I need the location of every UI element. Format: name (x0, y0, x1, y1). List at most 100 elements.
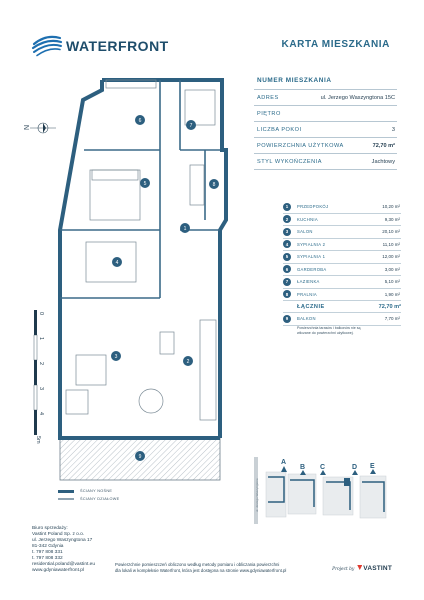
room-area: 7,70 m² (384, 316, 400, 322)
vastint-logo: VASTINT (357, 565, 392, 572)
legend-label: ŚCIANY DZIAŁOWE (80, 497, 120, 501)
room-area: 1,90 m² (384, 291, 400, 297)
legend-partition-walls: ŚCIANY DZIAŁOWE (58, 497, 119, 501)
office-website: www.gdyniawaterfront.pl (32, 568, 84, 573)
info-label: STYL WYKOŃCZENIA (257, 158, 322, 165)
info-row-floor: PIĘTRO (254, 106, 397, 122)
office-phone-1: t. 797 808 331 (32, 550, 63, 555)
building-marker-b (300, 470, 306, 475)
apartment-info: NUMER MIESZKANIA ADRES ul. Jerzego Waszy… (254, 76, 397, 170)
info-row-rooms: LICZBA POKOI 3 (254, 122, 397, 138)
scale-tick-1: 1 (38, 337, 44, 340)
room-number-badge: 2 (283, 215, 291, 224)
office-line: ul. Jerzego Waszyngtona 17 (32, 538, 93, 543)
scale-tick-2: 2 (38, 362, 44, 365)
brand-name: WATERFRONT (66, 38, 169, 54)
office-email: residential.poland@vastint.eu (32, 562, 96, 567)
info-value: 3 (391, 126, 395, 133)
total-label: ŁĄCZNIE (297, 303, 325, 310)
svg-text:9: 9 (139, 454, 142, 460)
info-row-address: ADRES ul. Jerzego Waszyngtona 15C (254, 90, 397, 106)
building-marker-e (370, 469, 376, 474)
room-name: SYPIALNIA 1 (297, 254, 326, 260)
info-label: LICZBA POKOI (257, 126, 302, 133)
vastint-name: VASTINT (363, 565, 392, 572)
compass-icon (30, 122, 56, 134)
disclaimer-line: dla lokali w kompleksie Waterfront, któr… (115, 567, 287, 573)
room-number-badge: 3 (283, 227, 291, 236)
balcony-row: 9 BALKON 7,70 m² (283, 313, 401, 326)
disclaimer-line: Powierzchnie pomieszczeń obliczono wedłu… (115, 562, 280, 567)
room-name: SALON (297, 229, 313, 235)
legend-swatch-bearing (58, 489, 74, 493)
floor-plan: 1 2 3 4 5 6 7 8 9 N 0 1 2 3 4 5m (24, 78, 228, 481)
total-row: ŁĄCZNIE 72,70 m² (283, 301, 401, 313)
room-number-badge: 4 (283, 240, 291, 249)
svg-text:5: 5 (144, 181, 147, 187)
room-area: 10,20 m² (382, 204, 400, 210)
room-area: 5,10 m² (384, 279, 400, 285)
svg-text:3: 3 (115, 354, 118, 360)
room-number-badge: 5 (283, 252, 291, 261)
info-value: ul. Jerzego Waszyngtona 15C (320, 94, 395, 101)
scale-tick-3: 3 (38, 387, 44, 390)
room-row: 1 PRZEDPOKÓJ 10,20 m² (283, 201, 401, 214)
svg-text:4: 4 (116, 260, 119, 266)
room-number-badge: 6 (283, 265, 291, 274)
room-area: 20,10 m² (382, 229, 400, 235)
building-label-d: D (352, 464, 357, 471)
room-row: 8 PRALNIA 1,90 m² (283, 289, 401, 301)
info-label: ADRES (257, 94, 279, 101)
document-title: KARTA MIESZKANIA (281, 39, 390, 50)
building-label-a: A (281, 459, 286, 466)
room-name: GARDEROBA (297, 266, 327, 272)
office-line: Biuro sprzedaży: (32, 526, 68, 531)
legend-bearing-walls: ŚCIANY NOŚNE (58, 489, 112, 493)
apartment-number-heading: NUMER MIESZKANIA (254, 76, 397, 90)
building-label-b: B (300, 464, 305, 471)
room-number-badge: 1 (283, 202, 291, 211)
svg-text:8: 8 (213, 182, 216, 188)
balcony-note: Powierzchnia tarasów i balkonów nie są w… (297, 326, 361, 335)
info-value: Jachtowy (371, 158, 395, 165)
info-row-style: STYL WYKOŃCZENIA Jachtowy (254, 154, 397, 170)
svg-text:7: 7 (190, 123, 193, 129)
compass-north-label: N (24, 125, 31, 130)
legend-label: ŚCIANY NOŚNE (80, 489, 113, 493)
scale-bar (33, 310, 38, 435)
scale-tick-4: 4 (38, 412, 44, 415)
room-name: BALKON (297, 316, 316, 322)
vastint-mark-icon (357, 565, 363, 570)
scale-labels: 0 1 2 3 4 5m (35, 312, 44, 444)
total-value: 72,70 m² (378, 303, 401, 310)
room-badges: 1 2 3 4 5 6 7 8 9 (111, 115, 219, 461)
scale-unit: 5m (35, 436, 41, 444)
office-phone-2: t. 797 808 332 (32, 556, 63, 561)
room-name: SYPIALNIA 2 (297, 241, 326, 247)
room-row: 4 SYPIALNIA 2 11,10 m² (283, 239, 401, 251)
room-row: 7 ŁAZIENKA 5,10 m² (283, 276, 401, 289)
room-area: 11,10 m² (382, 241, 400, 247)
room-name: PRZEDPOKÓJ (297, 204, 329, 210)
area-disclaimer: Powierzchnie pomieszczeń obliczono wedłu… (115, 562, 286, 574)
info-label: POWIERZCHNIA UŻYTKOWA (257, 142, 344, 149)
signature-prefix: Project by (332, 567, 355, 572)
room-name: ŁAZIENKA (297, 279, 320, 285)
office-line: 81-342 Gdynia (32, 544, 64, 549)
office-line: Vastint Poland Sp. z o.o. (32, 532, 85, 537)
room-area: 9,30 m² (384, 216, 400, 222)
room-number-badge: 7 (283, 277, 291, 286)
info-label: PIĘTRO (257, 110, 281, 117)
developer-signature: Project by VASTINT (332, 565, 392, 572)
info-value: 72,70 m² (372, 142, 395, 149)
scale-tick-0: 0 (38, 312, 44, 315)
site-street-label: ul. Jerzego Waszyngtona (255, 478, 259, 512)
room-name: PRALNIA (297, 291, 318, 297)
svg-text:2: 2 (187, 359, 190, 365)
room-number-badge: 9 (283, 314, 291, 323)
info-row-area: POWIERZCHNIA UŻYTKOWA 72,70 m² (254, 138, 397, 154)
room-number-badge: 8 (283, 290, 291, 299)
room-row: 3 SALON 20,10 m² (283, 226, 401, 239)
